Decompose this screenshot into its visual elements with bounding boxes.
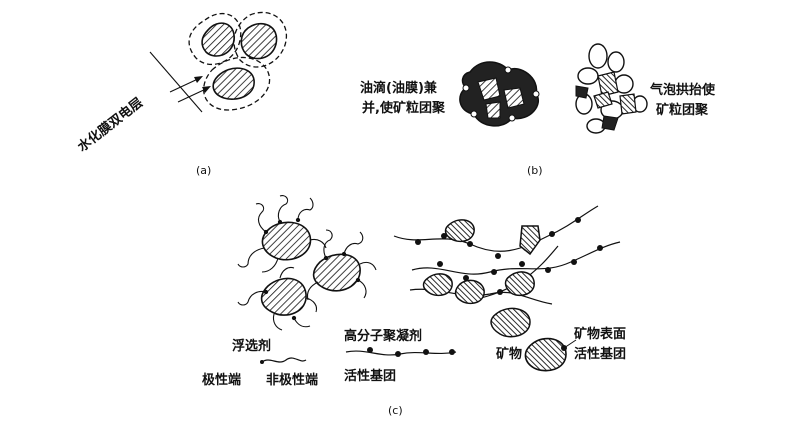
agent-legend-molecule (261, 357, 307, 363)
flotation-agent-label: 浮选剂 (232, 338, 271, 354)
caption-b: (b) (527, 164, 543, 177)
panel-b: 油滴(油膜)兼 并,使矿粒团聚 气泡拱抬使 矿粒团聚 (b) (360, 43, 716, 177)
leader-line (149, 51, 203, 113)
double-layer-outline-bottom (203, 56, 271, 111)
surface-group-label-line2: 活性基团 (574, 346, 626, 362)
double-layer-outline-left (188, 12, 242, 66)
arrow-head (202, 86, 211, 93)
flotation-particle-group (237, 195, 377, 331)
dimension-arrow (169, 77, 201, 93)
nonpolar-end-label: 非极性端 (266, 372, 318, 388)
mineral-particle (201, 22, 235, 57)
oil-droplet-aggregate (459, 61, 540, 127)
agent-legend-head (260, 360, 264, 364)
polymer-legend-dots (367, 347, 455, 357)
polymer-flocculant-label: 高分子聚凝剂 (344, 328, 422, 344)
polymer-legend-chain (345, 350, 457, 356)
bubble-label-line1: 气泡拱抬使 (650, 82, 716, 98)
oil-droplet-label-line1: 油滴(油膜)兼 (360, 80, 438, 96)
bubble-aggregate (575, 43, 648, 134)
mineral-label: 矿物 (496, 346, 522, 362)
dimension-arrow (177, 87, 209, 103)
hydration-layer-label: 水化膜双电层 (75, 95, 146, 156)
mineral-legend-particle (524, 337, 567, 372)
flocculated-minerals (422, 219, 541, 338)
bubble-label-line2: 矿粒团聚 (656, 102, 709, 118)
polar-end-label: 极性端 (202, 372, 241, 388)
mineral-particle (212, 67, 255, 100)
surface-group-label-line1: 矿物表面 (574, 326, 626, 342)
caption-c: (c) (388, 404, 403, 417)
surface-group-leader (563, 339, 577, 349)
mineral-particle (240, 22, 278, 60)
active-group-label: 活性基团 (344, 368, 396, 384)
panel-a: 水化膜双电层 (a) (75, 11, 288, 177)
oil-droplet-label-line2: 并,使矿粒团聚 (362, 100, 446, 116)
panel-c: 浮选剂 极性端 非极性端 高分子聚凝剂 (202, 195, 626, 417)
arrow-head (194, 76, 203, 83)
caption-a: (a) (196, 164, 211, 177)
